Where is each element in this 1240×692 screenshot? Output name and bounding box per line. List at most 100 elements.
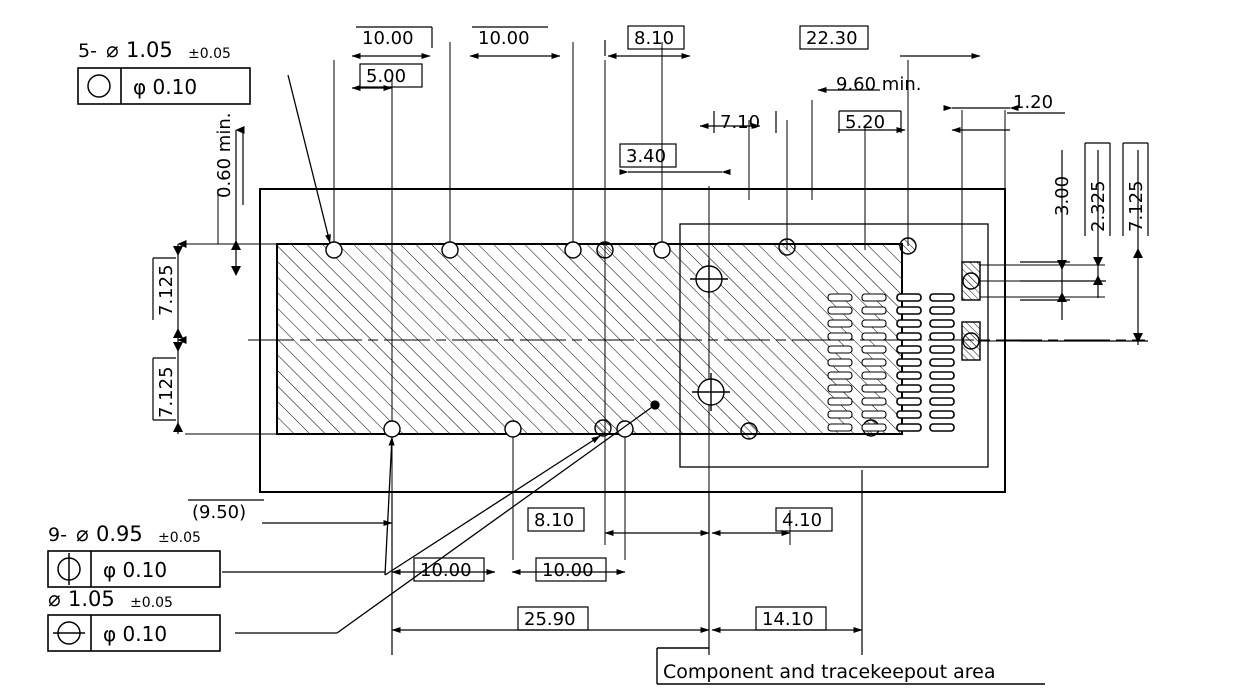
circularity-symbol [87, 74, 111, 98]
svg-text:14.10: 14.10 [762, 609, 814, 630]
svg-text:5.20: 5.20 [845, 112, 885, 133]
leader-bottom-callout-d [336, 404, 656, 634]
right-dim-arrowheads [1057, 248, 1143, 343]
smd-pad [896, 293, 922, 302]
smd-pad [861, 332, 887, 341]
plated-hole [899, 237, 917, 255]
callout-tol-b2: ±0.05 [130, 595, 173, 611]
dim-3-00: 3.00 [1052, 176, 1073, 216]
svg-text:0.60 min.: 0.60 min. [214, 113, 235, 198]
callout-text-top-left: 5- ⌀ 1.05 ±0.05 φ 0.10 [78, 38, 231, 99]
dim-5-00: 5.00 [359, 63, 423, 88]
connector-pad-holes [962, 272, 980, 350]
svg-text:8.10: 8.10 [634, 28, 674, 49]
dim-10-00-d: 10.00 [535, 557, 607, 582]
smd-pad [861, 293, 887, 302]
smd-pad [896, 371, 922, 380]
callout-qty-b1: 9- [48, 524, 67, 546]
smd-pad [929, 345, 955, 354]
right-dimension-texts: 3.00 2.325 7.125 [1052, 142, 1149, 236]
smd-pad [896, 384, 922, 393]
dim-7-10: 7.10 [713, 111, 777, 133]
extension-lines-vertical [333, 42, 1006, 640]
smd-pad [827, 358, 853, 367]
callout-fcf-value-top: φ 0.10 [133, 75, 197, 99]
plated-hole [596, 241, 614, 259]
leader-lines [222, 74, 660, 634]
svg-text:1.20: 1.20 [1013, 92, 1053, 113]
svg-text:7.10: 7.10 [720, 112, 760, 133]
callout-qty-top: 5- [78, 40, 97, 62]
plated-hole [594, 419, 612, 437]
hatched-holes-top-row [596, 237, 917, 259]
smd-pad [827, 306, 853, 315]
smd-pad [896, 332, 922, 341]
smd-pad [861, 371, 887, 380]
svg-text:5.00: 5.00 [366, 66, 406, 87]
fcf-bottom-left-1 [47, 550, 221, 588]
smd-pad [896, 397, 922, 406]
callout-tol-top: ±0.05 [188, 46, 231, 62]
hole [325, 241, 343, 259]
dim-10-00-b: 10.00 [472, 26, 548, 49]
fcf-top-left [77, 67, 251, 105]
smd-pad [896, 345, 922, 354]
smd-pad [929, 306, 955, 315]
smd-pad [896, 410, 922, 419]
smd-pad [896, 306, 922, 315]
svg-text:9.60 min.: 9.60 min. [836, 74, 921, 95]
smd-pad [827, 319, 853, 328]
right-dimension-lines [1020, 150, 1148, 345]
dim-2-325: 2.325 [1084, 142, 1111, 236]
smd-pad [827, 345, 853, 354]
plain-holes-top-row [325, 241, 671, 259]
smd-pad-arrays [827, 293, 955, 432]
callout-dia-sym-top: ⌀ [106, 38, 119, 62]
smd-pad [896, 358, 922, 367]
top-dimension-texts: 10.00 5.00 10.00 8.10 22.30 9.60 min. 7.… [356, 25, 1065, 168]
smd-pad [827, 293, 853, 302]
callout-dia-sym-b1: ⌀ [76, 522, 89, 546]
dim-7-125-up: 7.125 [152, 257, 177, 320]
smd-pad [861, 358, 887, 367]
svg-text:25.90: 25.90 [524, 609, 576, 630]
dim-10-00-a: 10.00 [356, 26, 433, 49]
keepout-note-frame [656, 647, 1045, 685]
smd-pad [827, 332, 853, 341]
dim-7-125-rt: 7.125 [1122, 142, 1149, 236]
smd-pad [896, 319, 922, 328]
dim-10-00-c: 10.00 [413, 557, 485, 582]
dim-25-90: 25.90 [517, 606, 589, 631]
hole [383, 420, 401, 438]
plated-hole [962, 272, 980, 290]
hole [564, 241, 582, 259]
dim-7-125-dn: 7.125 [152, 357, 177, 421]
dim-9-60-min: 9.60 min. [836, 74, 921, 95]
svg-text:8.10: 8.10 [534, 510, 574, 531]
leader-bottom-callout-b [384, 435, 601, 576]
fcf-bottom-left-2 [47, 614, 221, 652]
smd-pad [929, 371, 955, 380]
svg-text:10.00: 10.00 [542, 560, 594, 581]
callout-text-bottom-2: ⌀ 1.05 ±0.05 φ 0.10 [48, 587, 173, 646]
smd-pad [929, 410, 955, 419]
svg-text:3.40: 3.40 [626, 146, 666, 167]
plated-hole [778, 238, 796, 256]
smd-pad [929, 332, 955, 341]
bottom-extension-ticks [604, 440, 791, 545]
dim-8-10-top: 8.10 [627, 25, 685, 50]
keepout-fill [276, 243, 903, 435]
left-dimension-texts: 0.60 min. 7.125 7.125 [152, 113, 244, 421]
svg-text:10.00: 10.00 [478, 28, 530, 49]
smd-pad [827, 371, 853, 380]
hole [504, 420, 522, 438]
smd-pad [861, 384, 887, 393]
smd-pad [929, 293, 955, 302]
smd-pad [861, 397, 887, 406]
dim-8-10-bot: 8.10 [527, 507, 585, 532]
callout-text-bottom-1: 9- ⌀ 0.95 ±0.05 φ 0.10 [48, 522, 201, 582]
smd-pad [861, 423, 887, 432]
smd-pad [929, 423, 955, 432]
dim-9-50: (9.50) [188, 499, 264, 523]
